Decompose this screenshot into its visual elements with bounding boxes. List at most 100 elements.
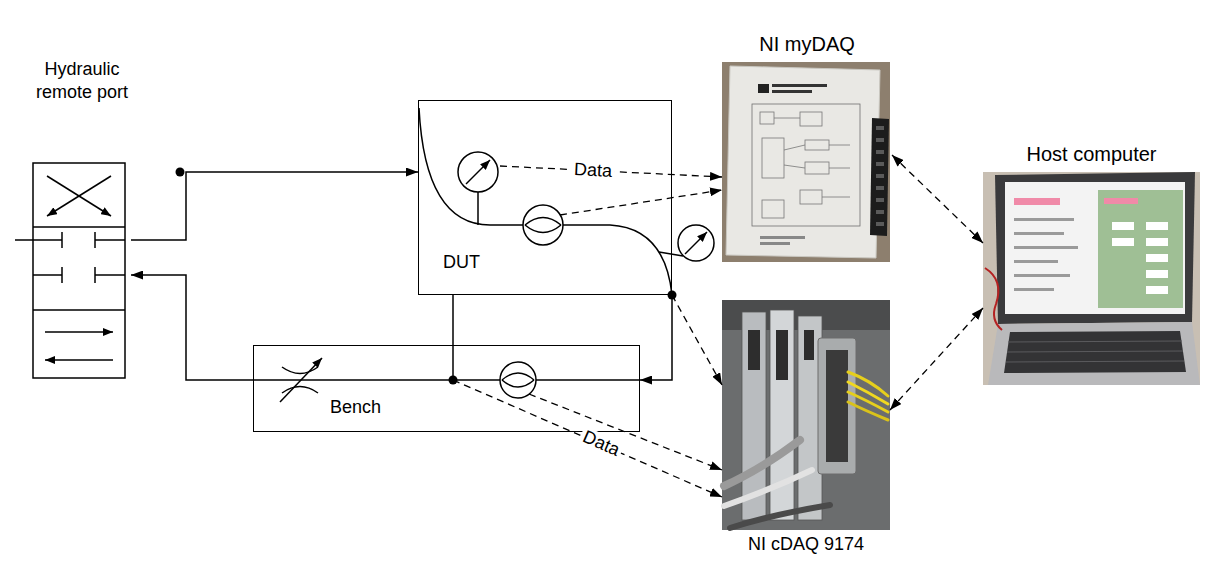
- valve-symbol: [47, 176, 111, 216]
- mydaq-photo: [829, 145, 850, 146]
- bench-circuit: [282, 387, 318, 394]
- laptop-photo: [1014, 274, 1070, 277]
- mydaq-photo: [774, 118, 800, 119]
- mydaq-photo: [772, 90, 812, 93]
- laptop-photo: [1146, 238, 1168, 246]
- mydaq-photo: [876, 162, 884, 166]
- mydaq-photo: [876, 126, 884, 130]
- mydaq-photo: [876, 210, 884, 214]
- mydaq-photo: [762, 138, 784, 178]
- bench-circuit: [536, 379, 640, 381]
- dut-circuit: [525, 225, 561, 233]
- dut-circuit: [523, 205, 563, 245]
- laptop-photo: [1098, 190, 1183, 308]
- data-link: [529, 394, 722, 470]
- dut-circuit: [659, 252, 683, 256]
- valve-symbol: [33, 274, 62, 276]
- mydaq-photo: [760, 242, 790, 245]
- hydraulic-line: [452, 295, 454, 345]
- node-label: NI myDAQ: [759, 32, 855, 57]
- valve-symbol: [33, 309, 125, 311]
- mydaq-photo: [760, 112, 774, 124]
- dut-circuit: [685, 232, 707, 254]
- laptop-photo: [985, 268, 1002, 330]
- valve-symbol: [15, 239, 62, 241]
- dut-circuit: [563, 225, 672, 295]
- mydaq-photo: [876, 138, 884, 142]
- laptop-photo: [1006, 361, 1184, 362]
- laptop-photo: [1008, 341, 1182, 342]
- cdaq-photo: [722, 300, 890, 530]
- mydaq-photo: [726, 66, 880, 258]
- mydaq-photo: [760, 236, 805, 239]
- mydaq-photo: [876, 198, 884, 202]
- bench-circuit: [502, 373, 534, 380]
- mydaq-photo: [876, 126, 884, 226]
- data-link: [453, 380, 722, 497]
- mydaq-photo: [758, 84, 769, 93]
- dut-circuit: [419, 108, 714, 295]
- valve-symbol: [61, 267, 63, 283]
- laptop-photo: [1146, 254, 1168, 262]
- cdaq-photo: [748, 330, 814, 380]
- dut-circuit: [466, 160, 490, 184]
- cdaq-photo: [776, 330, 788, 380]
- cdaq-node: NI cDAQ 9174: [722, 300, 890, 557]
- laptop-photo: [1004, 331, 1186, 373]
- mydaq-photo: [784, 165, 805, 168]
- bench-circuit: [502, 380, 534, 387]
- mydaq-photo: [876, 186, 884, 190]
- laptop-photo: [1014, 218, 1078, 291]
- laptop-photo: [1014, 260, 1058, 263]
- dut-circuit: [458, 152, 498, 192]
- laptop-photo: [1146, 270, 1168, 278]
- mydaq-photo: [800, 112, 822, 126]
- dut-box: DUT: [418, 100, 672, 295]
- cdaq-photo: [724, 372, 888, 528]
- laptop-photo: [1006, 341, 1184, 362]
- mydaq-photo: [722, 62, 890, 262]
- dut-circuit: [419, 108, 523, 225]
- node-label: Host computer: [1026, 142, 1156, 167]
- edge-label-holder: Data: [571, 160, 616, 182]
- cdaq-photo: [818, 338, 856, 474]
- data-link: [672, 295, 722, 385]
- mydaq-photo: [752, 104, 860, 226]
- cdaq-photo: [848, 402, 888, 420]
- valve-node: Hydraulic remote port: [33, 55, 131, 378]
- node-label: NI cDAQ 9174: [748, 533, 864, 556]
- cdaq-photo: [848, 392, 888, 412]
- valve-symbol: [95, 239, 125, 241]
- cdaq-photo: [730, 505, 830, 528]
- cdaq-photo: [804, 330, 814, 360]
- edge-label-holder: Data: [577, 426, 625, 462]
- mydaq-photo: [762, 200, 784, 218]
- valve-symbol: [33, 226, 125, 228]
- laptop-photo: [1014, 246, 1078, 249]
- cdaq-photo: [826, 350, 848, 462]
- valve-symbol: [45, 359, 113, 361]
- mydaq-photo: [784, 145, 805, 150]
- dut-circuit: [678, 225, 714, 261]
- bench-box: Bench: [253, 345, 640, 432]
- node-label: DUT: [443, 251, 480, 274]
- laptop-photo: [1014, 288, 1054, 291]
- mydaq-photo: [876, 222, 884, 226]
- laptop-photo: [1007, 351, 1183, 352]
- data-label: Data: [577, 426, 625, 462]
- bench-circuit: [280, 358, 322, 402]
- mydaq-photo: [822, 197, 850, 198]
- laptop-photo: [1112, 222, 1168, 294]
- valve-symbol: [95, 274, 125, 276]
- mydaq-node: NI myDAQ: [722, 30, 892, 262]
- valve-symbol: [61, 232, 63, 248]
- laptop-photo: [988, 322, 1200, 385]
- bench-circuit: [253, 345, 640, 402]
- valve-symbol: [15, 163, 125, 378]
- mydaq-photo: [800, 190, 822, 204]
- data-link: [560, 190, 722, 215]
- laptop-photo: [1146, 222, 1168, 230]
- bench-circuit: [452, 345, 454, 380]
